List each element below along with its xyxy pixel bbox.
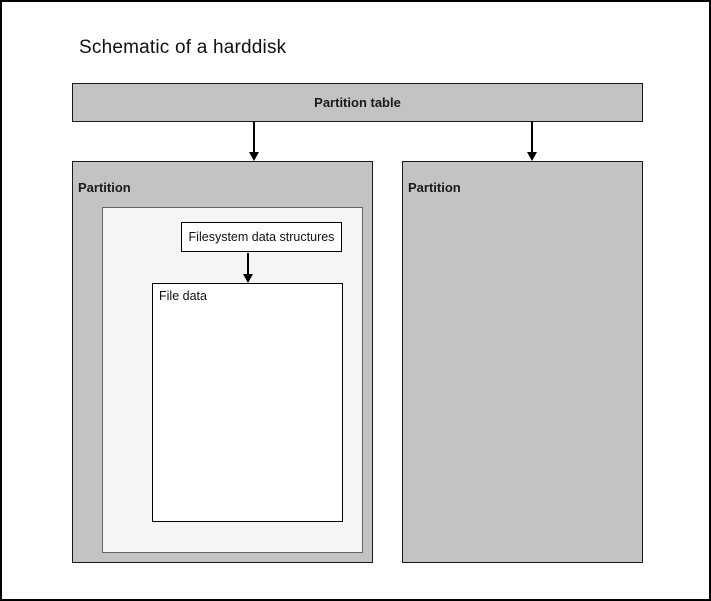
partition-table-box: Partition table: [72, 83, 643, 122]
arrow-table-to-right-partition: [526, 122, 538, 161]
arrow-filesystem-to-filedata: [242, 253, 254, 283]
filesystem-data-structures-label: Filesystem data structures: [188, 230, 335, 244]
arrow-head-icon: [527, 152, 537, 161]
arrow-shaft: [253, 122, 255, 152]
arrow-shaft: [247, 253, 249, 274]
filesystem-area-box: Filesystem data structures File data: [102, 207, 363, 553]
partition-right-label: Partition: [408, 180, 461, 195]
partition-table-label: Partition table: [314, 95, 401, 110]
partition-box-right: Partition: [402, 161, 643, 563]
arrow-head-icon: [243, 274, 253, 283]
partition-left-label: Partition: [78, 180, 131, 195]
file-data-box: File data: [152, 283, 343, 522]
arrow-table-to-left-partition: [248, 122, 260, 161]
partition-box-left: Partition Filesystem data structures Fil…: [72, 161, 373, 563]
file-data-label: File data: [159, 289, 207, 303]
filesystem-data-structures-box: Filesystem data structures: [181, 222, 342, 252]
arrow-head-icon: [249, 152, 259, 161]
arrow-shaft: [531, 122, 533, 152]
diagram-title: Schematic of a harddisk: [79, 37, 287, 58]
